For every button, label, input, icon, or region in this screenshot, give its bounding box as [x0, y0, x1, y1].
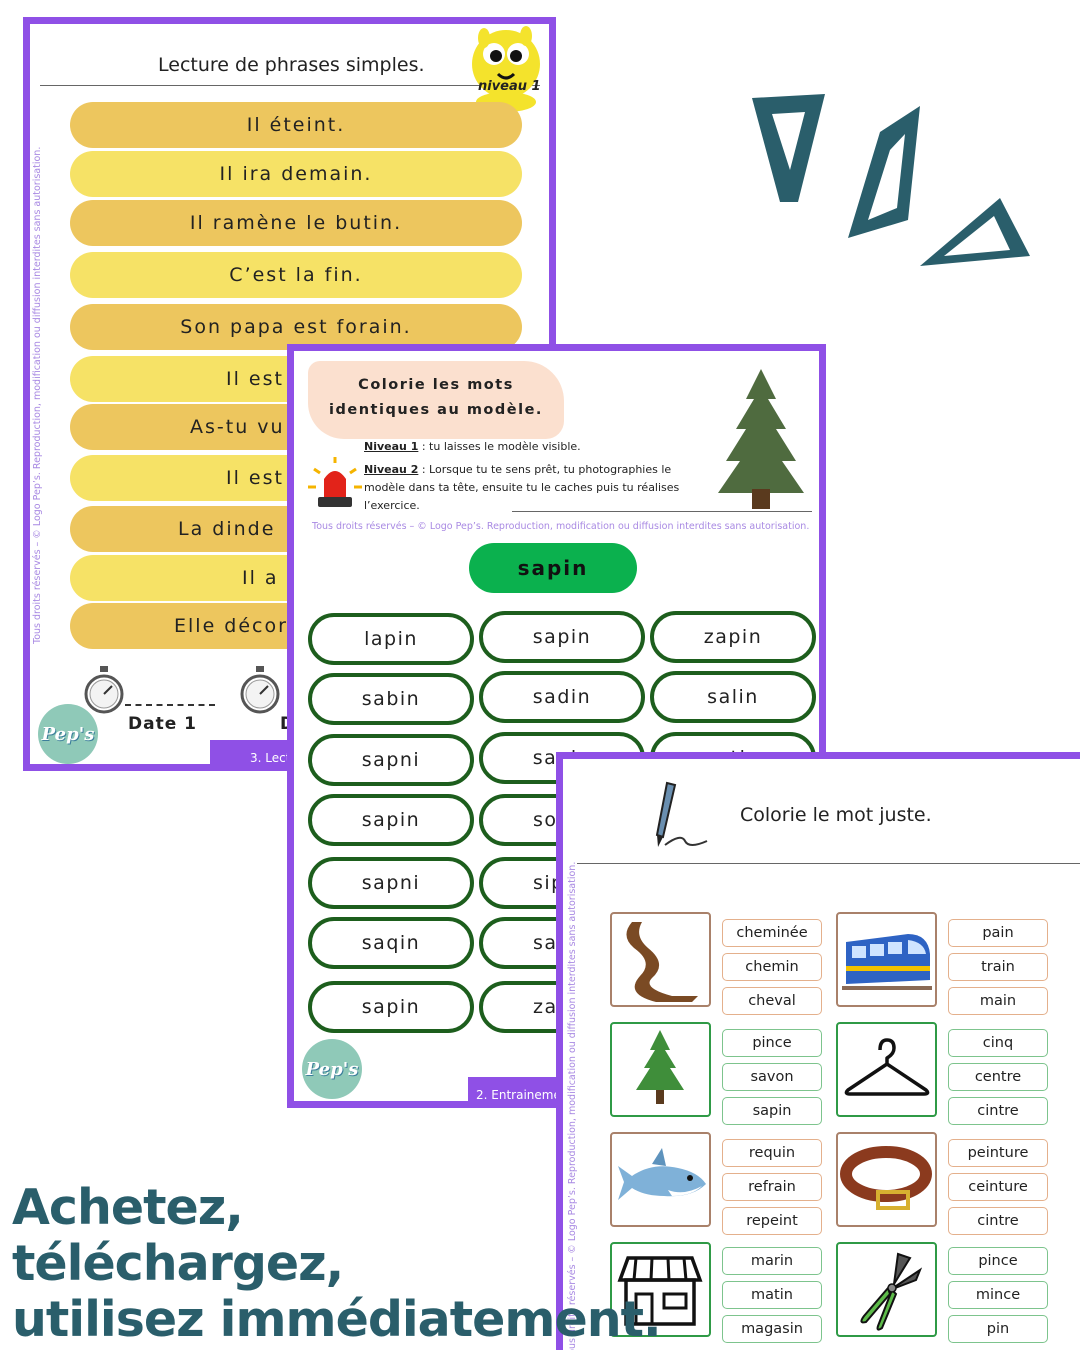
- picture-card: [836, 1022, 937, 1117]
- word-pill[interactable]: sapni: [308, 857, 474, 909]
- level-badge: niveau 1: [478, 79, 541, 94]
- word-pill[interactable]: sapin: [479, 611, 645, 663]
- alarm-light-icon: [308, 457, 362, 507]
- word-choice[interactable]: requin: [722, 1139, 822, 1167]
- train-icon: [842, 934, 932, 990]
- word-pill[interactable]: sabin: [308, 673, 474, 725]
- word-pill[interactable]: sapni: [308, 734, 474, 786]
- stopwatch-icon: [240, 666, 280, 714]
- word-choice[interactable]: pain: [948, 919, 1048, 947]
- peps-logo: Pep's: [38, 704, 98, 764]
- word-choice[interactable]: cintre: [948, 1097, 1048, 1125]
- title-divider: [577, 863, 1080, 864]
- decorative-strokes: [752, 94, 1030, 266]
- word-choice[interactable]: marin: [722, 1247, 822, 1275]
- word-pill[interactable]: saqin: [308, 917, 474, 969]
- stopwatch-icon: [84, 666, 124, 714]
- hanger-icon: [844, 1038, 930, 1096]
- word-choice[interactable]: cheval: [722, 987, 822, 1015]
- word-choice[interactable]: cinq: [948, 1029, 1048, 1057]
- word-pill[interactable]: salin: [650, 671, 816, 723]
- picture-card: [610, 1022, 711, 1117]
- tree-icon: [718, 369, 804, 509]
- picture-card: [610, 912, 711, 1007]
- sheet2-title: Colorie les mots identiques au modèle.: [329, 377, 543, 418]
- word-choice[interactable]: matin: [722, 1281, 822, 1309]
- model-word: sapin: [469, 543, 637, 593]
- promo-line: téléchargez,: [12, 1235, 344, 1292]
- word-pill[interactable]: sapin: [308, 981, 474, 1033]
- pliers-icon: [860, 1252, 923, 1331]
- level1-instruction: Niveau 1 : tu laisses le modèle visible.: [364, 440, 581, 453]
- promo-line: utilisez immédiatement.: [12, 1291, 662, 1348]
- sheet1-title: Lecture de phrases simples.: [158, 54, 425, 76]
- picture-card: [836, 1132, 937, 1227]
- shark-icon: [618, 1148, 706, 1200]
- peps-logo: Pep's: [302, 1039, 362, 1099]
- word-choice[interactable]: main: [948, 987, 1048, 1015]
- word-pill[interactable]: sapin: [308, 794, 474, 846]
- date-label: Date 1: [128, 714, 197, 734]
- word-choice[interactable]: sapin: [722, 1097, 822, 1125]
- pen-icon: [655, 781, 708, 847]
- level2-instruction: Niveau 2 : Lorsque tu te sens prêt, tu p…: [364, 463, 680, 512]
- word-choice[interactable]: ceinture: [948, 1173, 1048, 1201]
- picture-card: [610, 1242, 711, 1337]
- tree-icon: [636, 1030, 684, 1104]
- worksheet-color-right-word: Colorie le mot juste. Tous droits réserv…: [556, 752, 1080, 1350]
- word-choice[interactable]: refrain: [722, 1173, 822, 1201]
- sheet3-title: Colorie le mot juste.: [740, 804, 932, 826]
- word-pill[interactable]: zapin: [650, 611, 816, 663]
- picture-card: [836, 912, 937, 1007]
- word-choice[interactable]: repeint: [722, 1207, 822, 1235]
- word-choice[interactable]: mince: [948, 1281, 1048, 1309]
- word-choice[interactable]: magasin: [722, 1315, 822, 1343]
- sentence-strip: Son papa est forain.: [70, 304, 522, 350]
- date-line: [125, 704, 215, 706]
- copyright-text: Tous droits réservés – © Logo Pep’s. Rep…: [312, 521, 810, 532]
- word-choice[interactable]: cheminée: [722, 919, 822, 947]
- word-choice[interactable]: train: [948, 953, 1048, 981]
- promo-text: Achetez, téléchargez, utilisez immédiate…: [12, 1179, 662, 1348]
- sentence-strip: Il éteint.: [70, 102, 522, 148]
- sentence-strip: C’est la fin.: [70, 252, 522, 298]
- word-choice[interactable]: pin: [948, 1315, 1048, 1343]
- shop-icon: [617, 1256, 703, 1326]
- picture-card: [836, 1242, 937, 1337]
- sentence-strip: Il ramène le butin.: [70, 200, 522, 246]
- title-divider: [40, 85, 540, 86]
- title-banner: [308, 361, 564, 439]
- word-choice[interactable]: chemin: [722, 953, 822, 981]
- promo-line: Achetez,: [12, 1179, 244, 1236]
- title-divider: [512, 511, 812, 512]
- word-choice[interactable]: pince: [948, 1247, 1048, 1275]
- word-choice[interactable]: cintre: [948, 1207, 1048, 1235]
- word-pill[interactable]: lapin: [308, 613, 474, 665]
- word-choice[interactable]: centre: [948, 1063, 1048, 1091]
- path-icon: [626, 922, 698, 1002]
- word-pill[interactable]: sadin: [479, 671, 645, 723]
- picture-card: [610, 1132, 711, 1227]
- belt-icon: [840, 1146, 932, 1210]
- word-choice[interactable]: savon: [722, 1063, 822, 1091]
- copyright-side-text: Tous droits réservés – © Logo Pep’s. Rep…: [32, 146, 43, 644]
- sentence-strip: Il ira demain.: [70, 151, 522, 197]
- word-choice[interactable]: pince: [722, 1029, 822, 1057]
- word-choice[interactable]: peinture: [948, 1139, 1048, 1167]
